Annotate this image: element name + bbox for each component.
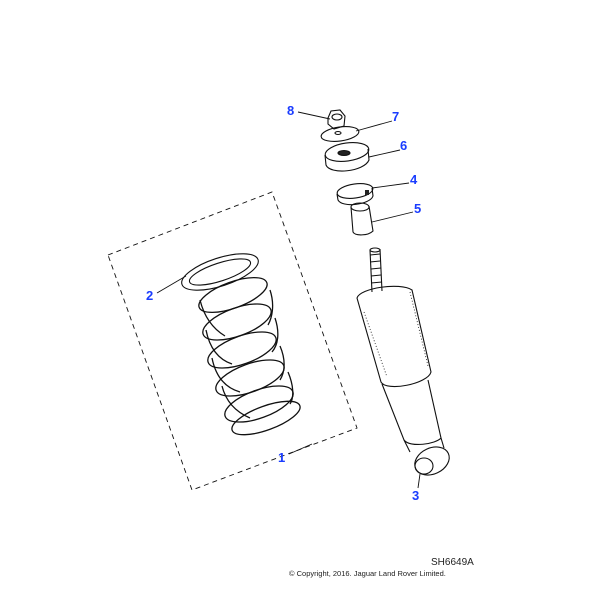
nut-part-8 <box>327 109 346 130</box>
callout-2[interactable]: 2 <box>146 288 154 303</box>
spring-seat-part-2 <box>181 253 259 291</box>
upper-bush-part-6 <box>324 142 370 172</box>
spring-kit-boundary <box>107 191 358 491</box>
shock-absorber-part-3 <box>356 247 450 476</box>
callout-3[interactable]: 3 <box>412 488 420 503</box>
leader-lines <box>156 111 421 489</box>
washer-part-7 <box>320 126 360 142</box>
callout-5[interactable]: 5 <box>414 201 422 216</box>
coil-spring-part-1 <box>198 277 301 436</box>
copyright-notice: © Copyright, 2016. Jaguar Land Rover Lim… <box>289 569 446 578</box>
callout-7[interactable]: 7 <box>392 109 400 124</box>
lower-bush-part-4 <box>336 183 374 206</box>
callout-6[interactable]: 6 <box>400 138 408 153</box>
callout-4[interactable]: 4 <box>410 172 418 187</box>
callout-1[interactable]: 1 <box>278 450 286 465</box>
spacer-tube-part-5 <box>350 202 374 236</box>
callout-8[interactable]: 8 <box>287 103 295 118</box>
illustration-reference: SH6649A <box>431 557 474 568</box>
